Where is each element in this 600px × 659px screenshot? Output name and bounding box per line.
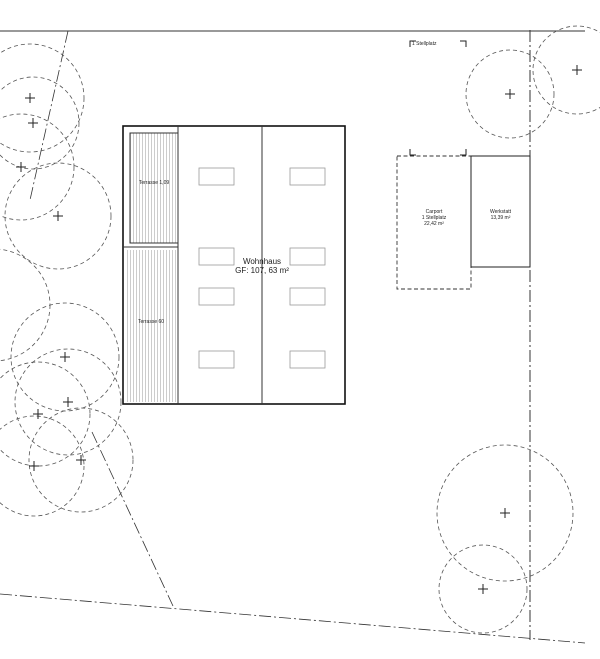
boundary-diagonal-dashdot	[29, 30, 69, 201]
house-name: Wohnhaus	[242, 257, 282, 266]
boundary-bottom-dashdot	[0, 593, 586, 644]
workshop-label: Werkstatt 13,39 m²	[473, 209, 528, 222]
trees-left	[0, 43, 134, 517]
tree-markers-right	[478, 65, 582, 594]
terrace-bottom-hatch	[125, 250, 178, 402]
terrace-top-hatch	[129, 132, 179, 244]
boundary-diagonal-dashdot-lower	[91, 431, 174, 607]
tree-markers-left	[16, 93, 86, 471]
parking-space-markers	[409, 40, 467, 156]
carport-label: Carport 1 Stellplatz 22,42 m²	[399, 209, 469, 227]
trees-right	[436, 25, 600, 634]
house-area: GF: 107, 63 m²	[235, 266, 289, 276]
terrace-bottom-label: Terrasse 60	[137, 319, 165, 325]
carport-spaces: 1 Stellplatz	[421, 214, 447, 221]
workshop-name: Werkstatt	[489, 209, 512, 215]
skylights	[198, 167, 326, 369]
workshop-area: 13,39 m²	[490, 214, 511, 221]
carport-area: 22,42 m²	[424, 220, 444, 227]
workshop-outline	[470, 155, 531, 268]
carport-name: Carport	[425, 209, 443, 215]
terrace-top-label: Terrasse 1,09	[138, 180, 170, 186]
house-label: Wohnhaus GF: 107, 63 m²	[212, 257, 312, 275]
parking-space-label: 1 Stellplatz	[412, 41, 437, 47]
house-wohnhaus	[122, 125, 346, 405]
